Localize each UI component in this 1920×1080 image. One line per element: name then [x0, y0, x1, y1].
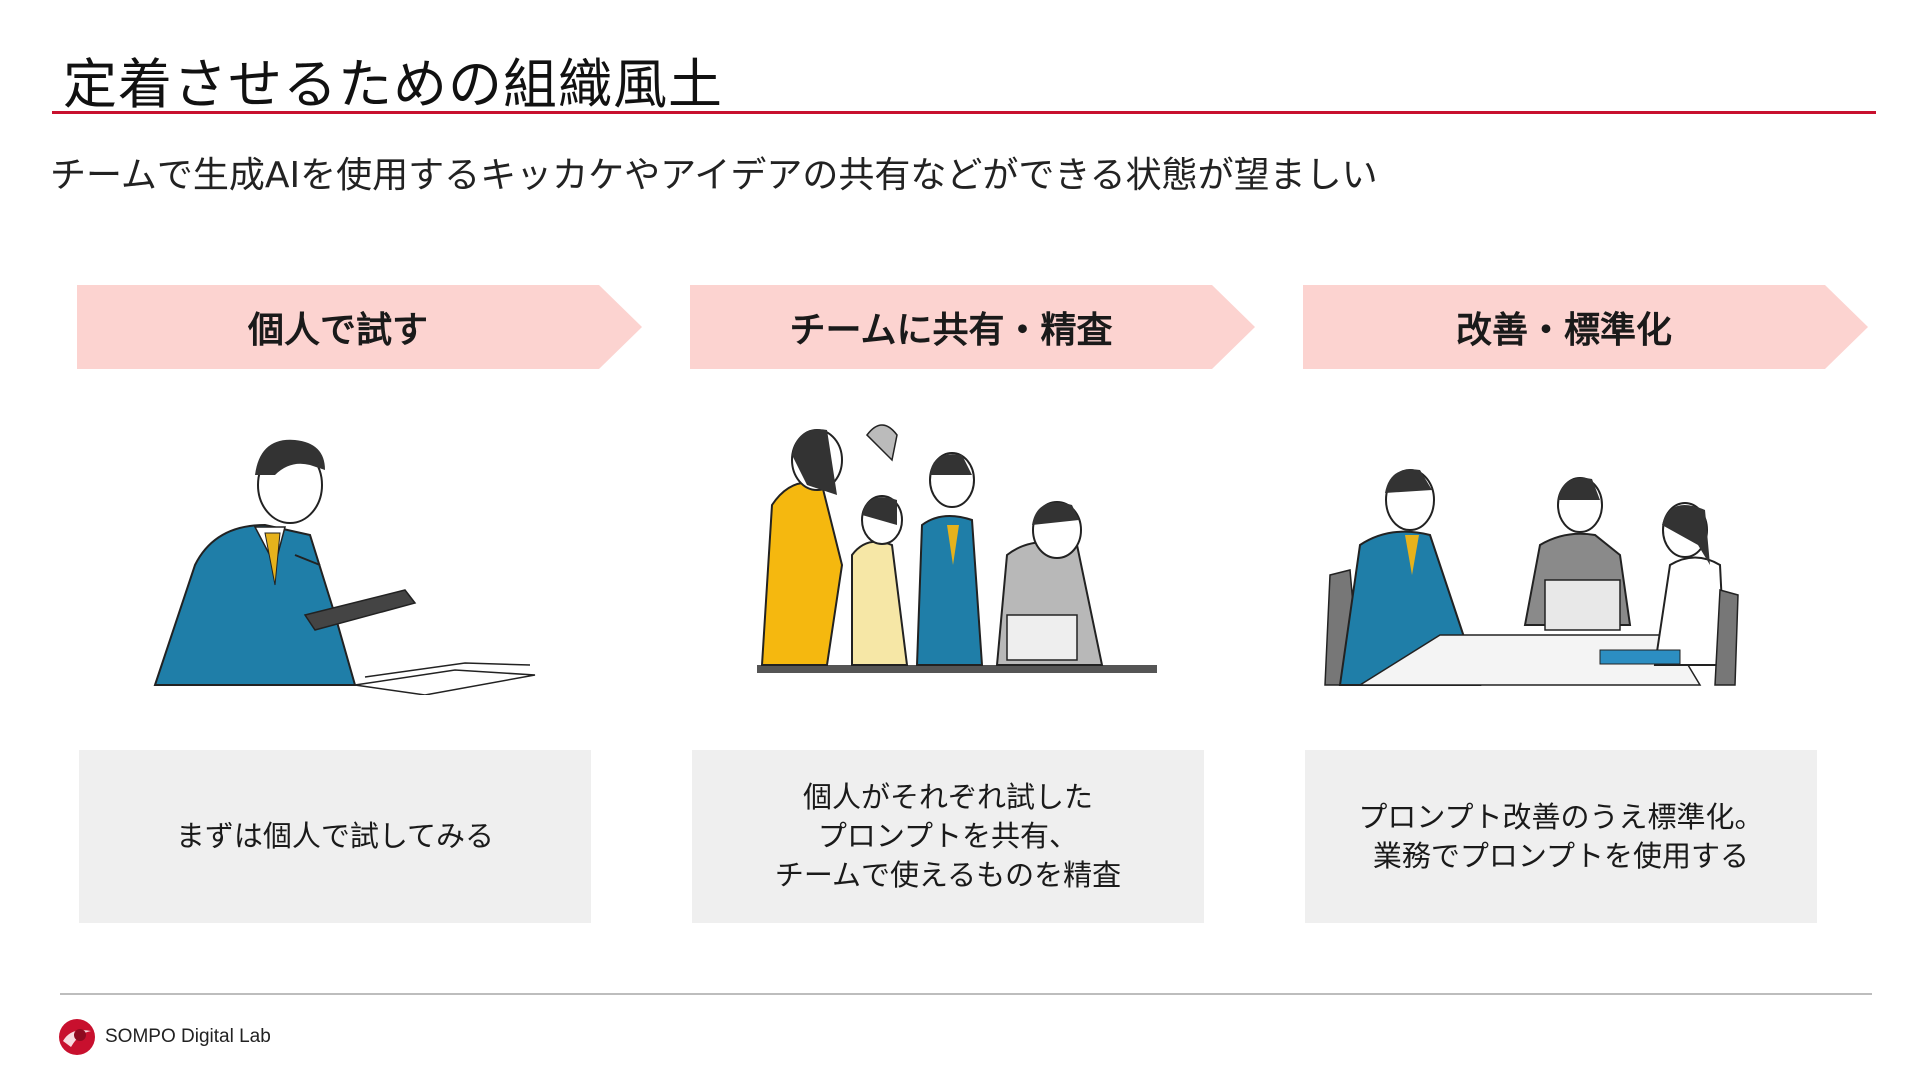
- step-description-3: プロンプト改善のうえ標準化。 業務でプロンプトを使用する: [1358, 799, 1764, 873]
- page-subtitle: チームで生成AIを使用するキッカケやアイデアの共有などができる状態が望ましい: [50, 155, 1378, 196]
- page-title: 定着させるための組織風土: [63, 53, 723, 116]
- footer-logo: SOMPO Digital Lab: [57, 1017, 271, 1057]
- step-description-box-1: まずは個人で試してみる: [79, 750, 591, 923]
- step-arrow-3: 改善・標準化: [1303, 285, 1868, 369]
- step-description-1: まずは個人で試してみる: [175, 819, 495, 853]
- team-discussion-icon: [757, 415, 1177, 695]
- logo-text: SOMPO Digital Lab: [105, 1026, 271, 1047]
- step-label-2: チームに共有・精査: [789, 310, 1113, 351]
- footer-divider: [60, 993, 1872, 995]
- step-arrow-1: 個人で試す: [77, 285, 642, 369]
- arrow-shape: [690, 285, 1255, 369]
- step-description-box-3: プロンプト改善のうえ標準化。 業務でプロンプトを使用する: [1305, 750, 1817, 923]
- person-writing-icon: [125, 415, 545, 696]
- step-description-2: 個人がそれぞれ試した プロンプトを共有、 チームで使えるものを精査: [774, 780, 1122, 892]
- sompo-logo-icon: [59, 1019, 95, 1055]
- step-label-1: 個人で試す: [247, 310, 428, 351]
- title-underline: [52, 111, 1876, 114]
- arrow-shape: [1303, 285, 1868, 369]
- meeting-icon: [1320, 415, 1740, 695]
- step-description-box-2: 個人がそれぞれ試した プロンプトを共有、 チームで使えるものを精査: [692, 750, 1204, 923]
- step-label-3: 改善・標準化: [1455, 310, 1672, 351]
- step-arrow-2: チームに共有・精査: [690, 285, 1255, 369]
- arrow-shape: [77, 285, 642, 369]
